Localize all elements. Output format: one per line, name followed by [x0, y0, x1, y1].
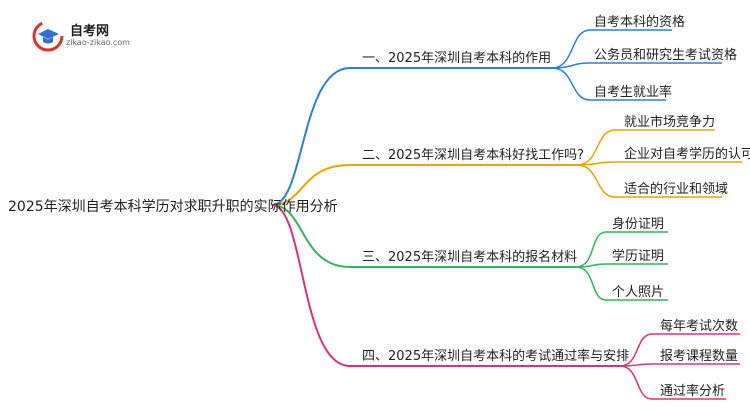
site-logo: 自考网 zikao-zikao.com: [32, 18, 142, 52]
b2-leaf-2: 企业对自考学历的认可: [624, 147, 750, 162]
logo-subtitle: zikao-zikao.com: [66, 38, 130, 47]
connector-b4-leaf-3: [619, 365, 653, 400]
b2-leaf-3: 适合的行业和领域: [624, 182, 729, 197]
connector-b2-leaf-1: [576, 129, 616, 166]
b2-leaf-1: 就业市场竞争力: [624, 115, 716, 130]
b4-leaf-3: 通过率分析: [660, 384, 726, 399]
b3-leaf-1: 身份证明: [612, 217, 665, 232]
connector-b4-leaf-1: [619, 333, 653, 367]
connector-b1-leaf-2: [551, 62, 591, 69]
connector-root-branch-1: [271, 67, 351, 206]
connector-b1-leaf-3: [551, 67, 591, 101]
b1-leaf-1: 自考本科的资格: [594, 15, 686, 30]
branch-1-label: 一、2025年深圳自考本科的作用: [362, 51, 552, 66]
b4-leaf-1: 每年考试次数: [660, 319, 739, 334]
branch-3-label: 三、2025年深圳自考本科的报名材料: [362, 250, 578, 265]
root-node: 2025年深圳自考本科学历对求职升职的实际作用分析: [8, 199, 338, 215]
mortarboard-icon: [32, 20, 64, 52]
b3-leaf-2: 学历证明: [612, 249, 665, 264]
connector-b3-leaf-1: [575, 231, 607, 268]
branch-4-label: 四、2025年深圳自考本科的考试通过率与安排: [362, 349, 630, 364]
connector-root-branch-4: [271, 204, 351, 367]
connector-b2-leaf-3: [576, 164, 616, 198]
b4-leaf-2: 报考课程数量: [660, 349, 739, 364]
logo-title: 自考网: [70, 24, 110, 39]
connector-root-branch-3: [271, 204, 351, 268]
b1-leaf-2: 公务员和研究生考试资格: [594, 48, 738, 63]
b3-leaf-3: 个人照片: [612, 285, 665, 300]
branch-2-label: 二、2025年深圳自考本科好找工作吗?: [362, 148, 584, 163]
connector-b3-leaf-3: [575, 266, 607, 301]
connector-b1-leaf-1: [551, 29, 591, 69]
b1-leaf-3: 自考生就业率: [594, 85, 673, 100]
connector-root-branch-2: [271, 164, 351, 206]
